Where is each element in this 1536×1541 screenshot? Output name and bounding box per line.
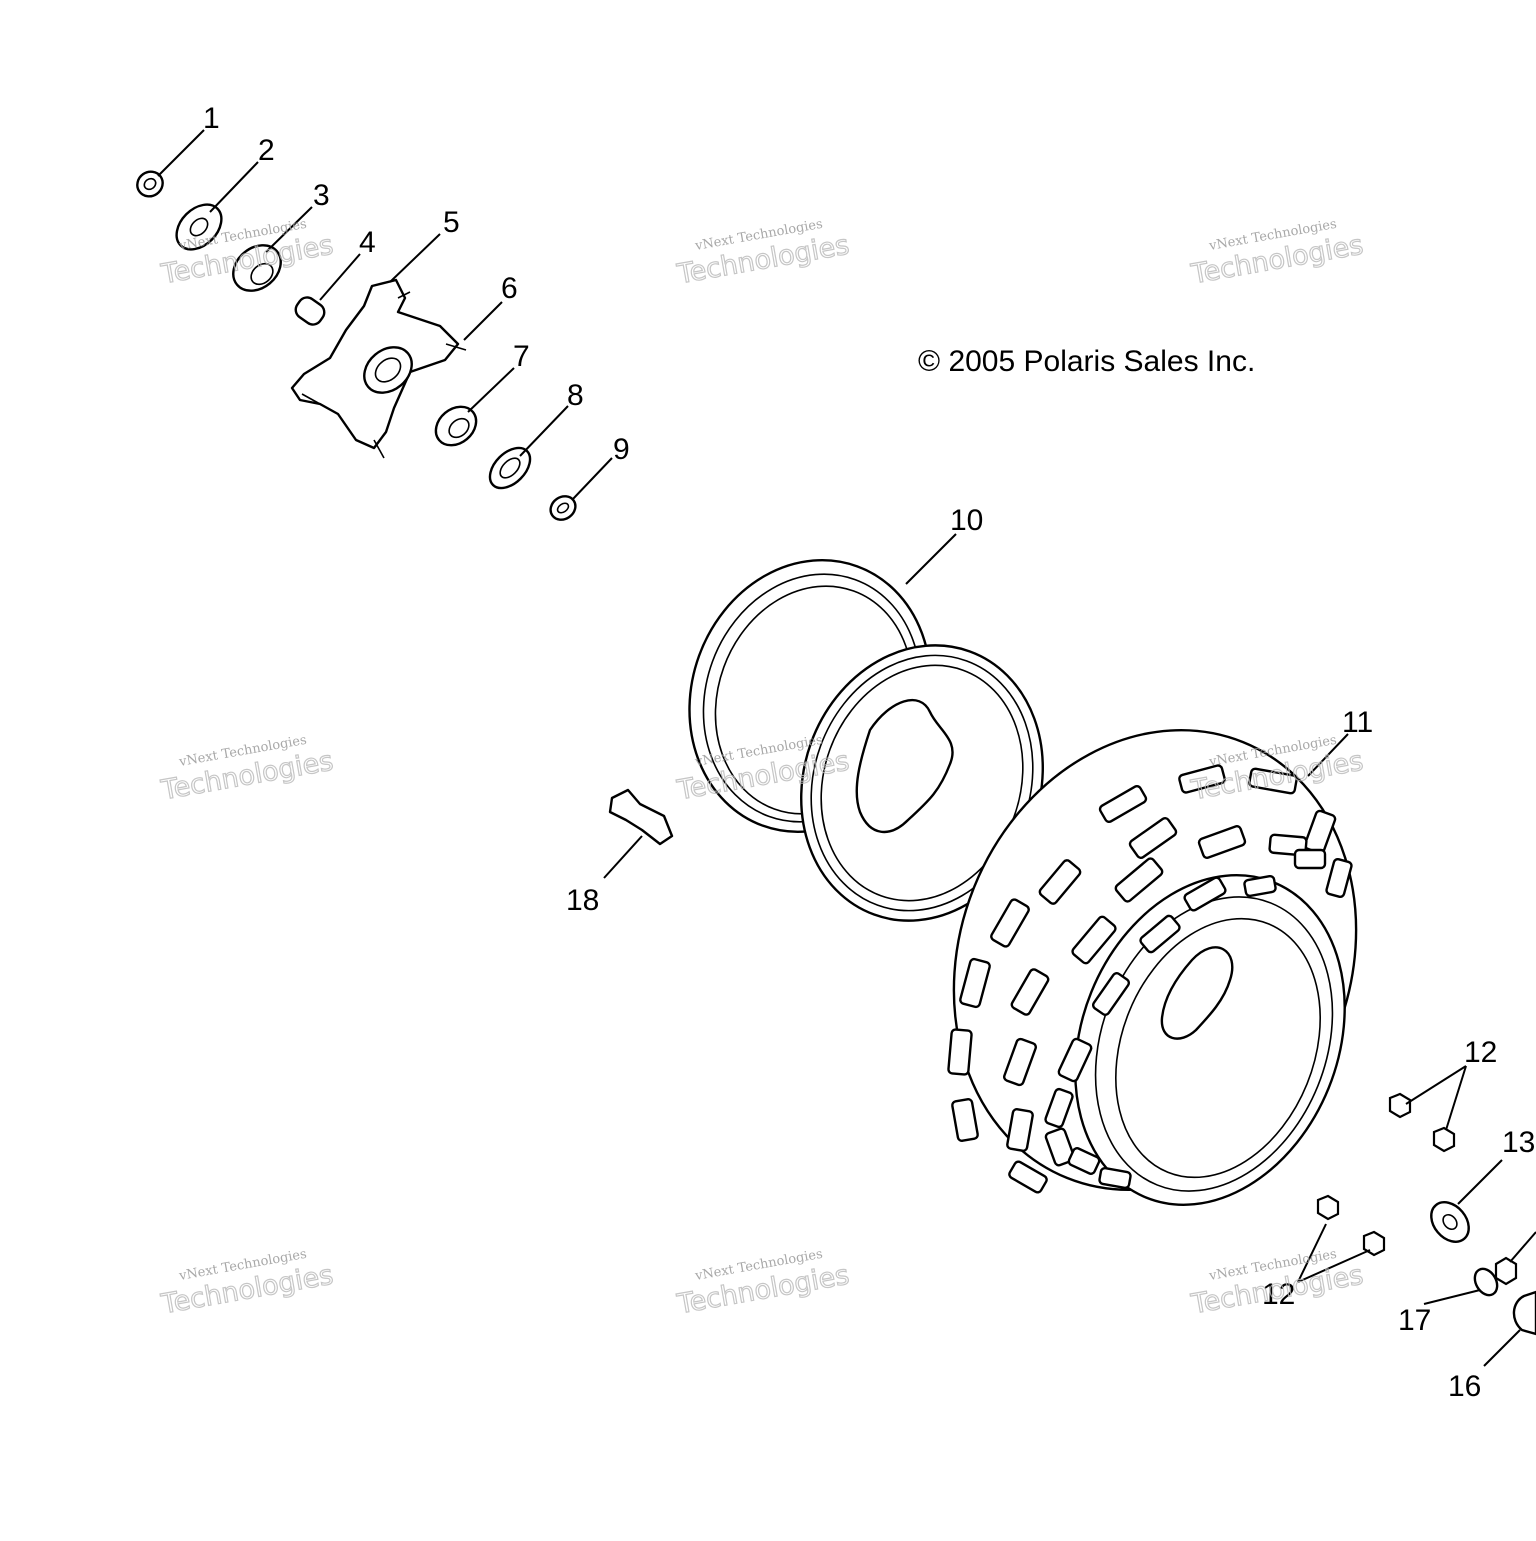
callout-8: 8: [567, 379, 584, 412]
part-3-bearing: [232, 244, 282, 292]
part-16-cap: [1512, 1290, 1536, 1336]
leader-lines: [157, 129, 1536, 1367]
part-15-nut: [1494, 1256, 1518, 1286]
callout-1: 1: [203, 102, 220, 135]
part-17-washer: [1473, 1267, 1499, 1297]
callout-17: 17: [1398, 1304, 1431, 1337]
part-8-washer: [488, 446, 532, 490]
watermark: vNext Technologies Technologies: [674, 1247, 852, 1321]
part-13-washer: [1430, 1201, 1470, 1243]
watermark: vNext Technologies Technologies: [158, 733, 336, 807]
watermark: vNext Technologies Technologies: [158, 1247, 336, 1321]
callout-10: 10: [950, 504, 983, 537]
part-11-tire: [947, 728, 1358, 1206]
part-4-spacer: [294, 296, 326, 326]
part-18-valve-stem: [608, 788, 674, 846]
callout-12-lower: 12: [1262, 1278, 1295, 1311]
watermark: vNext Technologies Technologies: [674, 217, 852, 291]
part-1-nut: [136, 170, 164, 198]
callout-12-upper: 12: [1464, 1036, 1497, 1069]
callout-13: 13: [1502, 1126, 1535, 1159]
copyright-notice: © 2005 Polaris Sales Inc.: [918, 345, 1255, 378]
part-2-washer: [175, 203, 223, 251]
callout-2: 2: [258, 134, 275, 167]
part-12-lug-nuts: [1316, 1092, 1456, 1257]
callout-9: 9: [613, 433, 630, 466]
part-5-wheel-hub: [290, 278, 467, 459]
callout-4: 4: [359, 226, 376, 259]
watermark: vNext Technologies Technologies: [1188, 217, 1366, 291]
part-10-wheel-rim: [688, 558, 1044, 922]
callout-labels: 1 2 3 4 5 6 7 8 9 10 11 12 13 12 17 16 1…: [203, 102, 1535, 1403]
callout-7: 7: [513, 340, 530, 373]
callout-11: 11: [1342, 706, 1373, 739]
callout-16: 16: [1448, 1370, 1481, 1403]
callout-3: 3: [313, 179, 330, 212]
part-9-nut: [549, 495, 577, 521]
tire-tread: [947, 764, 1353, 1194]
callout-6: 6: [501, 272, 518, 305]
callout-18: 18: [566, 884, 599, 917]
callout-5: 5: [443, 206, 460, 239]
part-7-bearing: [434, 405, 478, 447]
